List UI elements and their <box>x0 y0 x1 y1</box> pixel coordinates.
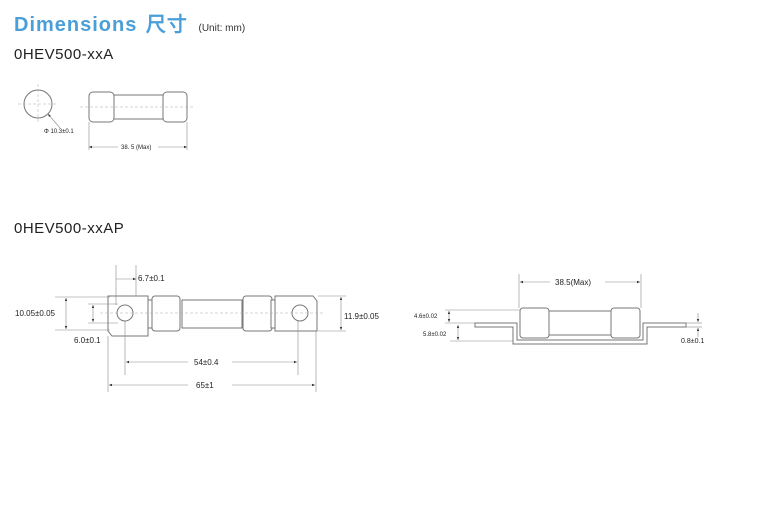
title-cn: 尺寸 <box>145 14 188 36</box>
offset-top-label: 4.6±0.02 <box>414 314 438 320</box>
height-label: 11.9±0.05 <box>344 312 379 321</box>
fuse-ap-side-view: 38.5(Max) 4.6±0.02 5.8±0.02 0.8±0.1 <box>414 274 704 345</box>
hole-pitch-label: 54±0.4 <box>194 358 219 367</box>
tab-width-label: 6.7±0.1 <box>138 274 165 283</box>
title-text: Dimensions <box>14 14 138 36</box>
diameter-label: Φ 10.3±0.1 <box>44 129 74 135</box>
model-a-title: 0HEV500-xxA <box>14 46 114 63</box>
total-length-label: 65±1 <box>196 381 214 390</box>
fuse-end-view: Φ 10.3±0.1 <box>18 84 74 135</box>
tab-height-label: 10.05±0.05 <box>15 309 56 318</box>
unit-label: (Unit: mm) <box>198 23 246 34</box>
fuse-side-view: 38. 5 (Max) <box>80 91 194 151</box>
fuse-ap-top-view: 6.7±0.1 10.05±0.05 6.0±0.1 11.9±0.05 54±… <box>15 265 379 392</box>
model-ap-title: 0HEV500-xxAP <box>14 220 125 237</box>
side-length-label: 38.5(Max) <box>555 278 591 287</box>
lead-thickness-label: 0.8±0.1 <box>681 338 704 345</box>
hole-label: 6.0±0.1 <box>74 336 101 345</box>
page-title: Dimensions 尺寸 (Unit: mm) <box>14 8 245 37</box>
length-label: 38. 5 (Max) <box>121 145 151 151</box>
offset-bottom-label: 5.8±0.02 <box>423 332 447 338</box>
